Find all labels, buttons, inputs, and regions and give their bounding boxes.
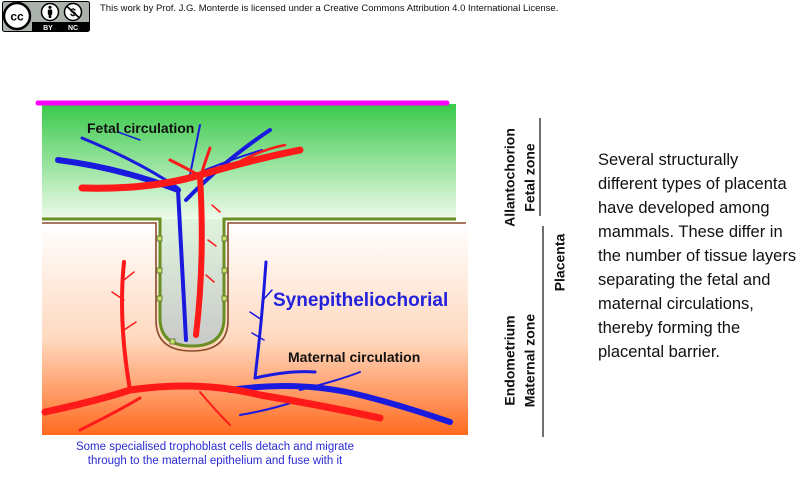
allantochorion-label: Allantochorion (501, 128, 518, 227)
chorionic-villus (160, 219, 224, 346)
cc-by-nc-badge: cc $ BY NC (2, 1, 90, 32)
fetal-circulation-label: Fetal circulation (87, 120, 195, 136)
fetal-zone-label: Fetal zone (521, 143, 538, 212)
cc-logo-text: cc (10, 10, 24, 24)
fetal-arteries (78, 143, 304, 338)
trophoblast-cells (156, 235, 228, 345)
attribution-icon (40, 2, 60, 22)
maternal-zone-label: Maternal zone (521, 313, 538, 408)
maternal-veins (227, 260, 453, 425)
trophoblast-caption: Some specialised trophoblast cells detac… (75, 441, 355, 467)
maternal-zone-region (42, 223, 468, 435)
endometrium-label: Endometrium (501, 315, 518, 406)
fetal-maternal-interface (42, 217, 456, 348)
nc-text: NC (68, 25, 78, 32)
placenta-label: Placenta (551, 233, 568, 292)
placenta-type-label: Synepitheliochorial (273, 290, 449, 311)
maternal-circulation-label: Maternal circulation (288, 349, 421, 365)
license-text: This work by Prof. J.G. Monterde is lice… (100, 3, 559, 14)
by-text: BY (43, 25, 53, 32)
non-commercial-icon: $ (63, 2, 83, 22)
maternal-arteries (41, 260, 384, 432)
placenta-description: Several structurally different types of … (598, 151, 797, 361)
